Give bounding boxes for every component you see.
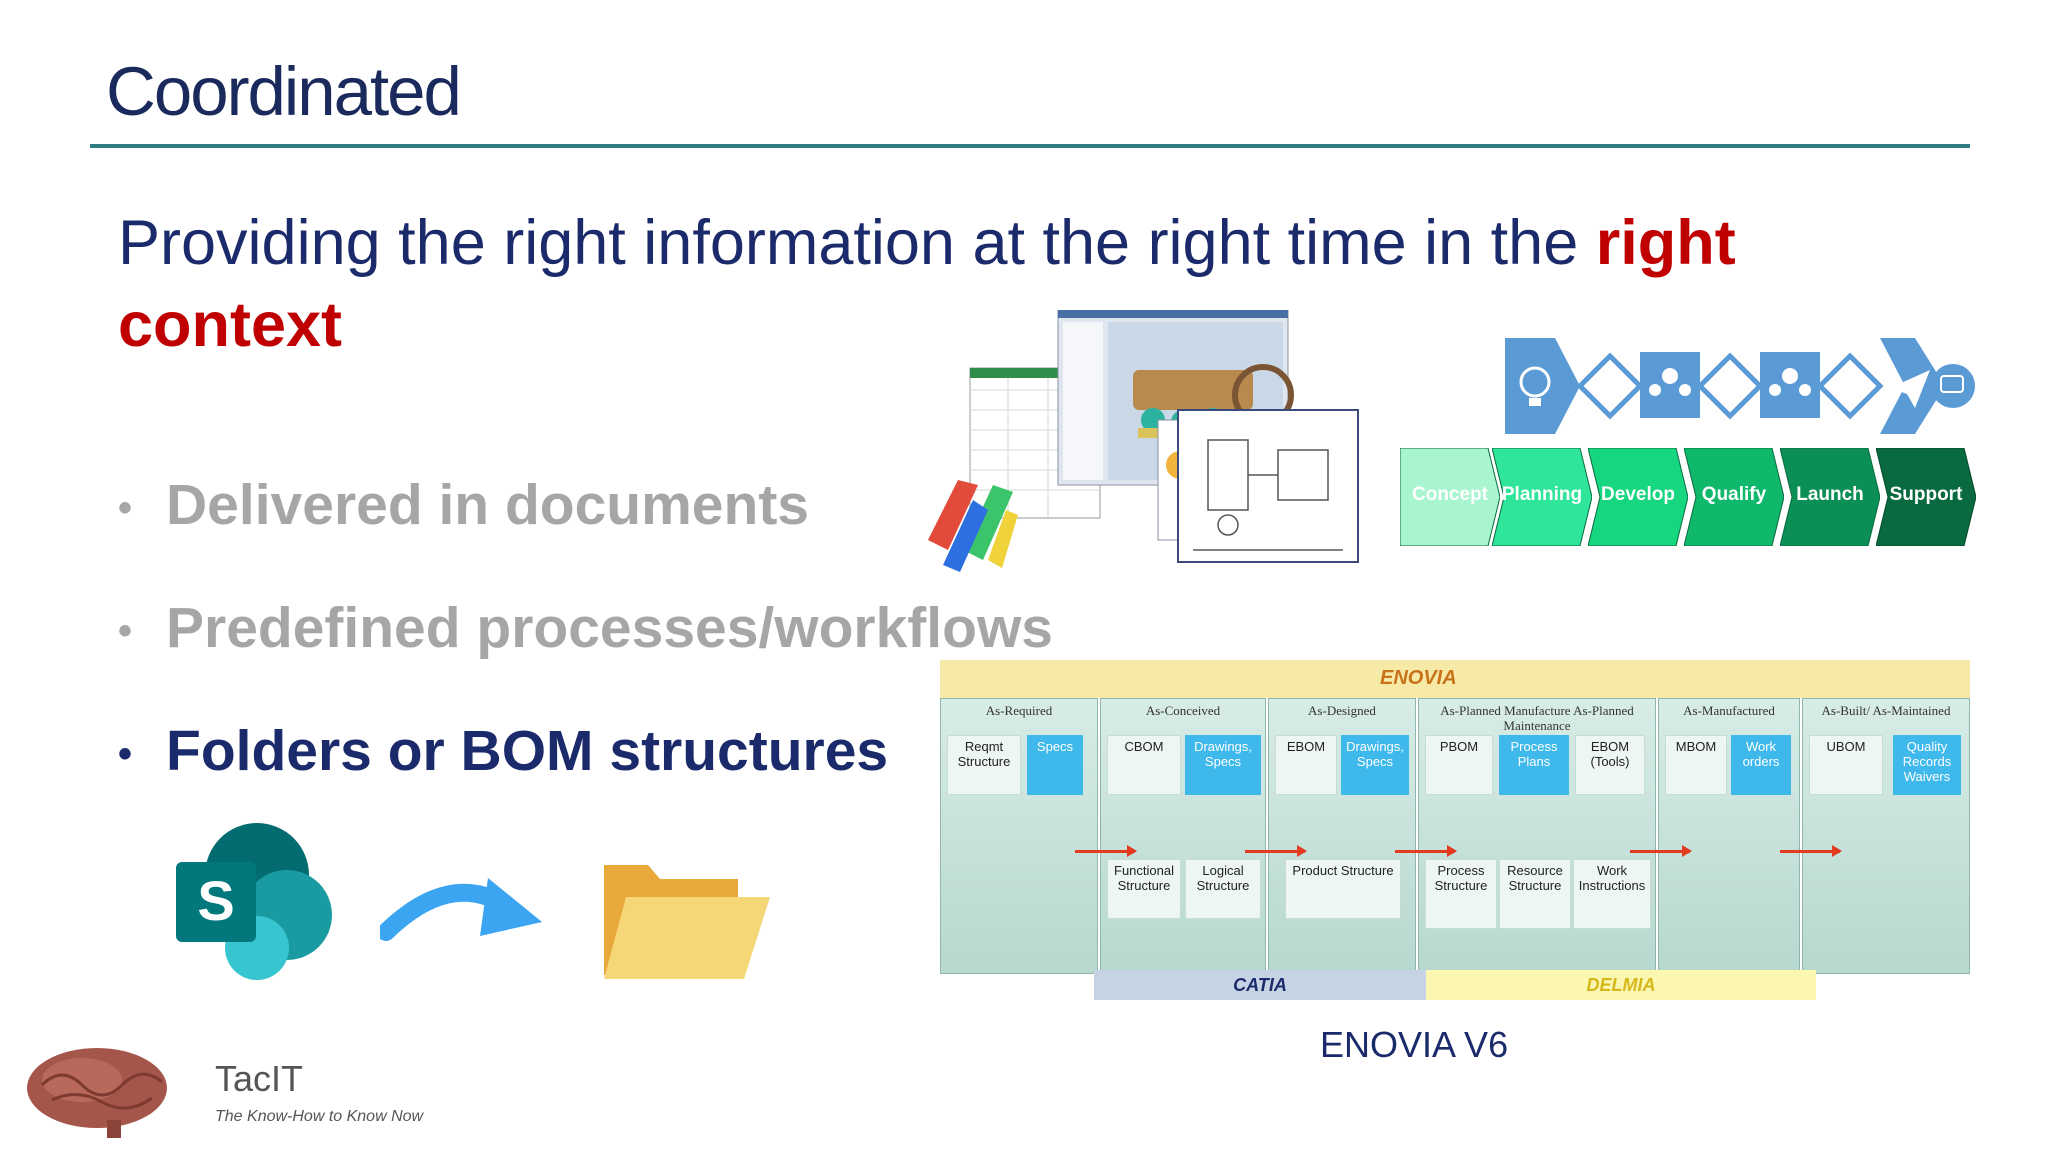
brain-logo-icon — [22, 1040, 172, 1140]
folder-graphic — [604, 865, 770, 979]
cell-work-instructions: Work Instructions — [1573, 859, 1651, 929]
cell-drawings-specs: Drawings, Specs — [1185, 735, 1261, 795]
cell-mbom: MBOM — [1665, 735, 1727, 795]
diamond-icon — [1816, 352, 1884, 420]
stage-planning: Planning — [1492, 448, 1592, 546]
brand-name: TacIT — [215, 1058, 304, 1099]
column-as-built: As-Built/ As-Maintained UBOM Quality Rec… — [1802, 698, 1970, 974]
brain-graphic — [27, 1048, 167, 1138]
chat-icon — [1931, 364, 1975, 408]
stage-shape — [1876, 448, 1976, 546]
column-as-designed: As-Designed EBOM Drawings, Specs Product… — [1268, 698, 1416, 974]
cell-product-structure: Product Structure — [1285, 859, 1401, 919]
stage-label: Planning — [1501, 484, 1583, 505]
cell-logical-structure: Logical Structure — [1185, 859, 1261, 919]
enovia-caption: ENOVIA V6 — [1320, 1024, 1509, 1065]
stage-shape — [1588, 448, 1688, 546]
flow-arrow-icon — [1075, 845, 1137, 857]
process-icon-row — [1505, 338, 1975, 434]
column-as-planned: As-Planned Manufacture As-Planned Mainte… — [1418, 698, 1656, 974]
column-header: As-Manufactured — [1683, 703, 1775, 718]
cell-drawings-specs: Drawings, Specs — [1341, 735, 1409, 795]
bullet-text: Predefined processes/workflows — [166, 596, 1053, 660]
title-divider — [90, 144, 1970, 148]
bullet-item-documents: • Delivered in documents — [118, 472, 809, 538]
team-icon — [1760, 352, 1820, 418]
stage-label: Concept — [1412, 484, 1488, 505]
flow-arrow-icon — [1395, 845, 1457, 857]
cell-specs: Specs — [1027, 735, 1083, 795]
svg-text:S: S — [197, 869, 234, 932]
enovia-diagram: ENOVIA As-Required Reqmt Structure Specs… — [940, 660, 1970, 1000]
cell-reqmt-structure: Reqmt Structure — [947, 735, 1021, 795]
cell-functional-structure: Functional Structure — [1107, 859, 1181, 919]
catia-bar: CATIA — [1094, 970, 1426, 1000]
brand-tagline: The Know-How to Know Now — [215, 1108, 424, 1125]
flow-arrow-icon — [1245, 845, 1307, 857]
bullet-item-workflows: • Predefined processes/workflows — [118, 595, 1053, 661]
sharepoint-logo-graphic: S — [176, 823, 332, 980]
delmia-bar: DELMIA — [1426, 970, 1816, 1000]
headline-highlight: right context — [118, 208, 1736, 360]
stage-label: Launch — [1796, 484, 1864, 505]
cell-process-structure: Process Structure — [1425, 859, 1497, 929]
process-icons-graphic — [1505, 338, 1975, 434]
column-as-required: As-Required Reqmt Structure Specs — [940, 698, 1098, 974]
bullet-text: Folders or BOM structures — [166, 719, 889, 783]
diamond-icon — [1696, 352, 1764, 420]
stage-label: Qualify — [1701, 484, 1767, 505]
stage-support: Support — [1876, 448, 1976, 546]
lightbulb-icon — [1505, 338, 1580, 434]
cell-ebom-tools: EBOM (Tools) — [1575, 735, 1645, 795]
cell-resource-structure: Resource Structure — [1499, 859, 1571, 929]
flow-arrow-icon — [1780, 845, 1842, 857]
column-as-manufactured: As-Manufactured MBOM Work orders — [1658, 698, 1800, 974]
bullet-glyph: • — [118, 486, 133, 531]
stage-label: Support — [1889, 484, 1963, 505]
stage-concept: Concept — [1400, 448, 1500, 546]
stage-develop: Develop — [1588, 448, 1688, 546]
column-header: As-Required — [985, 703, 1053, 718]
cell-quality-records: Quality Records Waivers — [1893, 735, 1961, 795]
cell-ebom: EBOM — [1275, 735, 1337, 795]
enovia-banner — [940, 660, 1970, 698]
delmia-logo: DELMIA — [1586, 975, 1656, 995]
bullet-text: Delivered in documents — [166, 473, 810, 537]
column-header: As-Designed — [1308, 703, 1376, 718]
headline: Providing the right information at the r… — [118, 202, 1958, 366]
cell-process-plans: Process Plans — [1499, 735, 1569, 795]
column-header: As-Conceived — [1145, 703, 1221, 718]
column-as-conceived: As-Conceived CBOM Drawings, Specs Functi… — [1100, 698, 1266, 974]
sharepoint-icon: S — [172, 820, 342, 980]
cell-cbom: CBOM — [1107, 735, 1181, 795]
catia-logo: CATIA — [1233, 975, 1287, 995]
bullet-glyph: • — [118, 732, 133, 777]
stage-shape — [1400, 448, 1500, 546]
cell-pbom: PBOM — [1425, 735, 1493, 795]
document-collage — [918, 309, 1368, 580]
column-header: As-Built/ As-Maintained — [1821, 703, 1951, 718]
folder-icon — [598, 855, 773, 985]
bullet-glyph: • — [118, 609, 133, 654]
flow-arrow-icon — [1630, 845, 1692, 857]
team-icon — [1640, 352, 1700, 418]
stage-launch: Launch — [1780, 448, 1880, 546]
cell-work-orders: Work orders — [1731, 735, 1791, 795]
stage-shape — [1780, 448, 1880, 546]
stage-qualify: Qualify — [1684, 448, 1784, 546]
stage-shape — [1492, 448, 1592, 546]
enovia-logo: ENOVIA — [1380, 667, 1457, 689]
stage-label: Develop — [1601, 484, 1675, 505]
column-header: As-Planned Manufacture As-Planned Mainte… — [1440, 703, 1634, 733]
arrow-right-icon — [377, 870, 550, 960]
curved-arrow-graphic — [377, 878, 542, 941]
cell-ubom: UBOM — [1809, 735, 1883, 795]
headline-text: Providing the right information at the r… — [118, 208, 1596, 278]
slide-title: Coordinated — [106, 53, 462, 130]
cad-screenshots-image — [928, 309, 1359, 572]
diamond-icon — [1576, 352, 1644, 420]
stage-shape — [1684, 448, 1784, 546]
bullet-item-folders: • Folders or BOM structures — [118, 718, 888, 784]
